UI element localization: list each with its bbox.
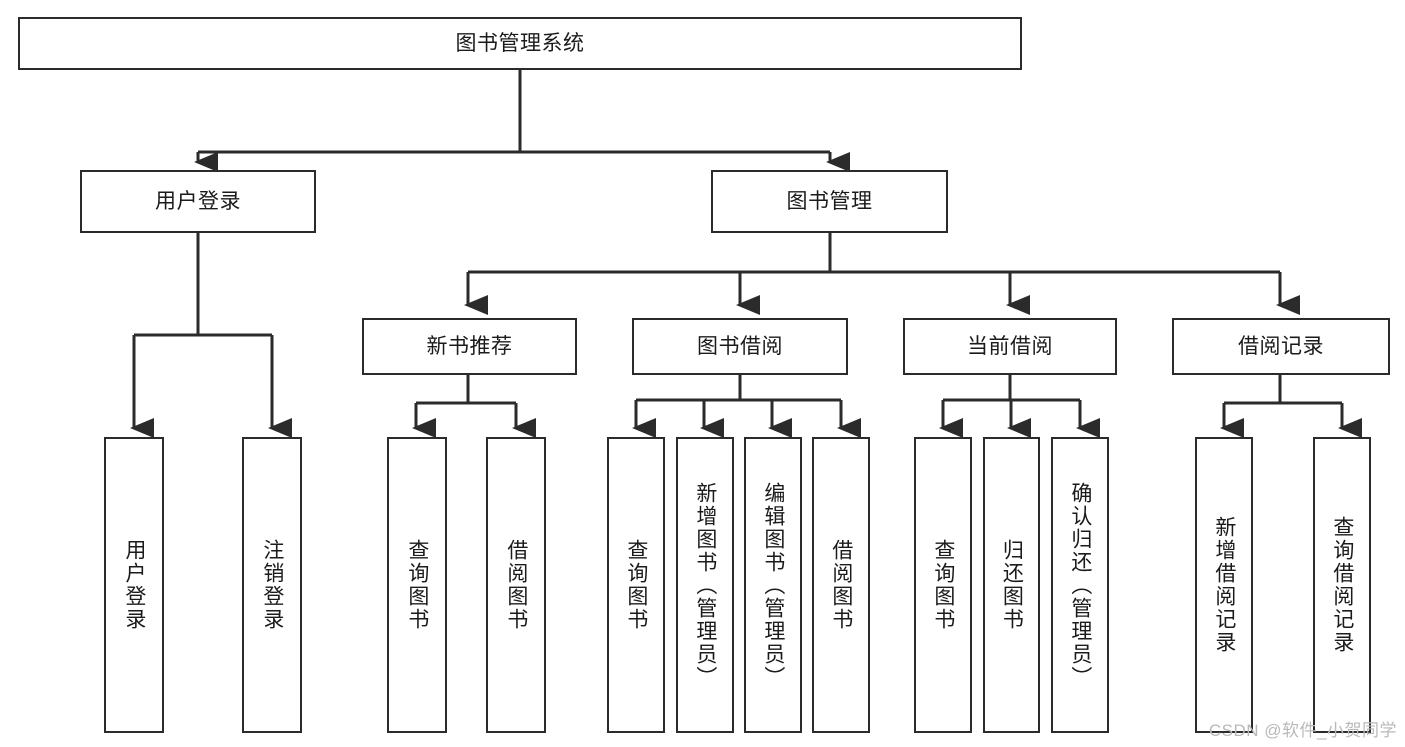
leaf-logout[interactable]: 注销登录 xyxy=(242,437,302,733)
leaf-query-book-recommend-label: 查询图书 xyxy=(405,539,429,631)
leaf-query-book-current-label: 查询图书 xyxy=(931,539,955,631)
node-new-book-recommend-label: 新书推荐 xyxy=(426,334,513,358)
node-user-login[interactable]: 用户登录 xyxy=(80,170,316,233)
leaf-query-book-recommend[interactable]: 查询图书 xyxy=(387,437,447,733)
node-borrow-record[interactable]: 借阅记录 xyxy=(1172,318,1390,375)
leaf-user-login[interactable]: 用户登录 xyxy=(104,437,164,733)
node-current-borrow-label: 当前借阅 xyxy=(967,334,1053,358)
leaf-user-login-label: 用户登录 xyxy=(122,539,146,631)
leaf-borrow-book-recommend[interactable]: 借阅图书 xyxy=(486,437,546,733)
leaf-return-book[interactable]: 归还图书 xyxy=(983,437,1040,733)
node-root[interactable]: 图书管理系统 xyxy=(18,17,1022,70)
leaf-borrow-book-recommend-label: 借阅图书 xyxy=(504,539,528,631)
node-book-management[interactable]: 图书管理 xyxy=(711,170,948,233)
leaf-add-borrow-record[interactable]: 新增借阅记录 xyxy=(1195,437,1253,733)
leaf-return-book-label: 归还图书 xyxy=(1000,539,1024,631)
node-user-login-label: 用户登录 xyxy=(155,189,241,213)
leaf-query-borrow-record-label: 查询借阅记录 xyxy=(1330,516,1354,654)
watermark: CSDN @软件_小贺同学 xyxy=(1208,721,1397,740)
leaf-query-book-current[interactable]: 查询图书 xyxy=(914,437,972,733)
node-current-borrow[interactable]: 当前借阅 xyxy=(903,318,1117,375)
leaf-query-book-borrow-label: 查询图书 xyxy=(624,539,648,631)
leaf-add-book-admin[interactable]: 新增图书（管理员） xyxy=(676,437,734,733)
leaf-add-borrow-record-label: 新增借阅记录 xyxy=(1212,516,1236,654)
leaf-edit-book-admin[interactable]: 编辑图书（管理员） xyxy=(744,437,802,733)
leaf-query-book-borrow[interactable]: 查询图书 xyxy=(607,437,665,733)
leaf-query-borrow-record[interactable]: 查询借阅记录 xyxy=(1313,437,1371,733)
node-book-management-label: 图书管理 xyxy=(786,189,873,213)
leaf-borrow-book[interactable]: 借阅图书 xyxy=(812,437,870,733)
node-borrow-record-label: 借阅记录 xyxy=(1238,334,1324,358)
leaf-confirm-return-admin-label: 确认归还（管理员） xyxy=(1068,481,1092,689)
leaf-borrow-book-label: 借阅图书 xyxy=(829,539,853,631)
node-book-borrow-label: 图书借阅 xyxy=(697,334,783,358)
node-book-borrow[interactable]: 图书借阅 xyxy=(632,318,848,375)
leaf-logout-label: 注销登录 xyxy=(260,539,284,631)
leaf-add-book-admin-label: 新增图书（管理员） xyxy=(693,481,717,689)
node-root-label: 图书管理系统 xyxy=(455,31,585,55)
leaf-confirm-return-admin[interactable]: 确认归还（管理员） xyxy=(1051,437,1109,733)
node-new-book-recommend[interactable]: 新书推荐 xyxy=(362,318,577,375)
leaf-edit-book-admin-label: 编辑图书（管理员） xyxy=(761,481,785,689)
